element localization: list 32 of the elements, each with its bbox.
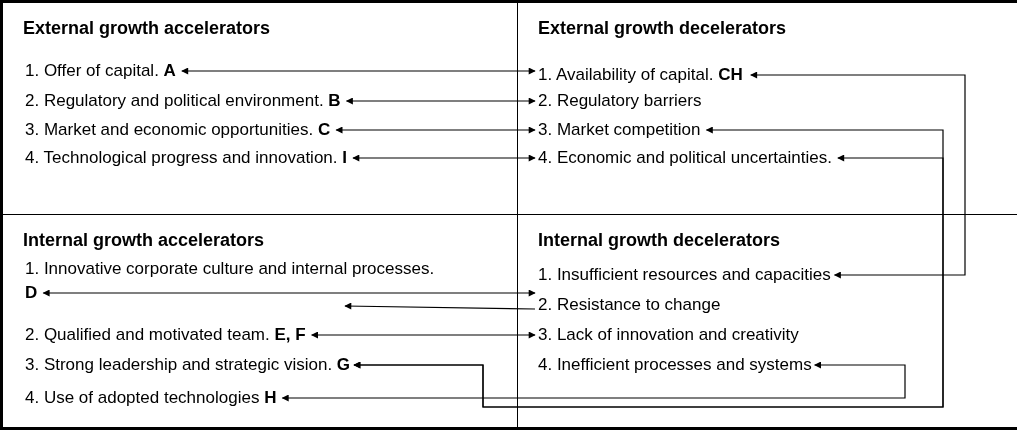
list-item: 3. Market and economic opportunities. C (25, 118, 331, 142)
list-item: 3. Strong leadership and strategic vision. G (25, 353, 351, 377)
list-item: 3. Lack of innovation and creativity (538, 323, 799, 347)
panel-heading: External growth decelerators (538, 17, 787, 40)
quadrant-panel (518, 0, 1017, 215)
list-item: 2. Regulatory and political environment. B (25, 89, 341, 113)
arrow (344, 302, 536, 310)
arrow (181, 67, 536, 75)
arrow (335, 126, 536, 134)
quadrant-panel (0, 215, 518, 430)
list-item: 1. Availability of capital. CH (538, 63, 743, 87)
panel-heading: Internal growth accelerators (23, 229, 265, 252)
list-item: 1. Innovative corporate culture and internal processes. D (25, 257, 449, 305)
arrow (311, 331, 536, 339)
list-item: 3. Market competition (538, 118, 701, 142)
list-item: 1. Insufficient resources and capacities (538, 263, 831, 287)
arrow (750, 71, 966, 279)
list-item: 2. Resistance to change (538, 293, 721, 317)
panel-heading: External growth accelerators (23, 17, 271, 40)
arrow (345, 97, 536, 105)
list-item: 1. Offer of capital. A (25, 59, 176, 83)
arrow (42, 289, 536, 297)
list-item: 2. Regulatory barriers (538, 89, 702, 113)
arrow (281, 361, 906, 402)
list-item: 2. Qualified and motivated team. E, F (25, 323, 306, 347)
arrow (352, 154, 536, 162)
list-item: 4. Use of adopted technologies H (25, 386, 277, 410)
list-item: 4. Inefficient processes and systems (538, 353, 812, 377)
list-item: 4. Technological progress and innovation. I (25, 146, 347, 170)
list-item: 4. Economic and political uncertainties. (538, 146, 832, 170)
panel-heading: Internal growth decelerators (538, 229, 781, 252)
quadrant-panel (0, 0, 518, 215)
